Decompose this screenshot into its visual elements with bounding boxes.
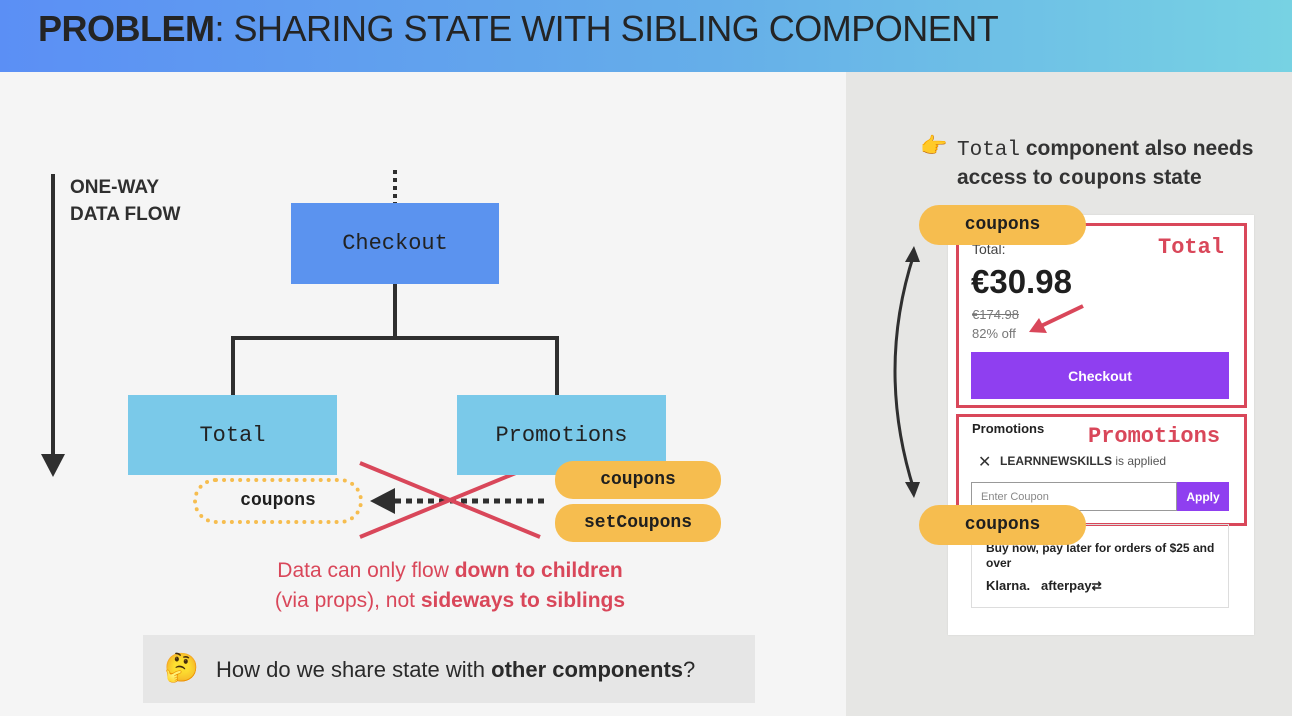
coupons-pill-bottom: coupons xyxy=(919,505,1086,545)
pay-later-box xyxy=(971,524,1229,608)
price-arrow xyxy=(1029,304,1084,333)
total-component: Total xyxy=(128,395,337,475)
checkout-component: Checkout xyxy=(291,203,499,284)
tree-branches xyxy=(231,336,559,395)
question-banner xyxy=(143,635,755,703)
thinking-face-icon: 🤔 xyxy=(164,652,199,683)
promotions-title: Promotions xyxy=(972,421,1045,436)
apply-button[interactable]: Apply xyxy=(1177,482,1229,511)
remove-coupon-icon[interactable]: ✕ xyxy=(978,454,992,471)
coupons-state-pill: coupons xyxy=(555,461,721,499)
total-highlight-box xyxy=(956,223,1247,408)
sideways-arrow-head xyxy=(370,488,395,514)
pay-later-text: Buy now, pay later for orders of $25 and… xyxy=(986,541,1215,570)
diagram-panel xyxy=(0,72,846,716)
coupons-pill-top: coupons xyxy=(919,205,1086,245)
coupons-target-slot: coupons xyxy=(193,478,363,524)
page-title: PROBLEM: SHARING STATE WITH SIBLING COMP… xyxy=(38,8,999,49)
side-note: Total component also needs access to cou… xyxy=(957,137,1254,191)
promotions-tag: Promotions xyxy=(1088,424,1221,449)
checkout-ui-card xyxy=(948,215,1254,635)
one-way-data-flow-label: ONE-WAY DATA FLOW xyxy=(70,177,181,225)
promotions-component: Promotions xyxy=(457,395,666,475)
checkout-button[interactable]: Checkout xyxy=(971,352,1229,399)
diagram-connectors xyxy=(41,170,559,539)
question-text: How do we share state with other compone… xyxy=(216,657,696,682)
old-price: €174.98 xyxy=(972,307,1019,322)
afterpay-logo: afterpay⇄ xyxy=(1041,578,1102,593)
price: €30.98 xyxy=(971,263,1072,300)
klarna-logo: Klarna. xyxy=(986,578,1031,593)
pointing-hand-icon: 👉 xyxy=(920,133,948,158)
total-label: Total: xyxy=(972,241,1006,257)
state-lift-double-arrow xyxy=(893,246,920,498)
total-tag: Total xyxy=(1158,235,1225,260)
explanation-text: Data can only flow down to children (via… xyxy=(274,559,626,612)
setcoupons-state-pill: setCoupons xyxy=(555,504,721,542)
discount-text: 82% off xyxy=(972,326,1016,341)
flow-arrow-head xyxy=(41,454,65,477)
applied-coupon-text: LEARNNEWSKILLS is applied xyxy=(1000,454,1167,468)
header-bar xyxy=(0,0,1292,72)
red-cross-2 xyxy=(359,461,541,539)
